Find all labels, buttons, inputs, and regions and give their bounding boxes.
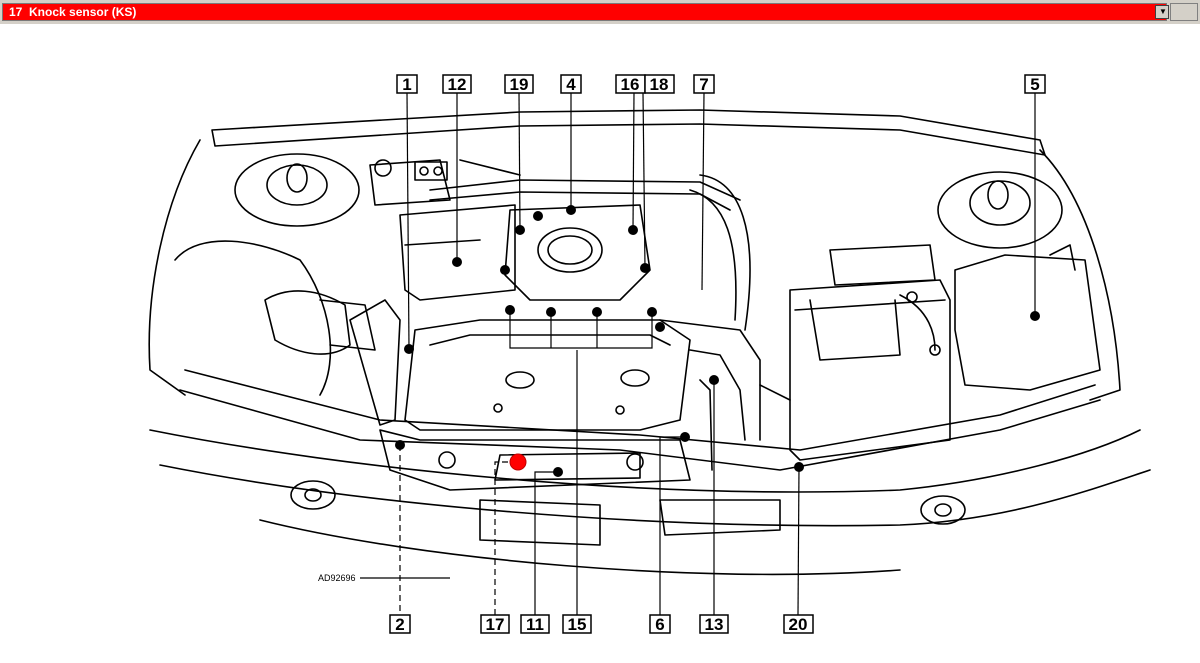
component-select[interactable]: 17 Knock sensor (KS) ▼: [2, 3, 1169, 21]
engine-bay-line-art: [148, 109, 1151, 576]
svg-text:4: 4: [566, 75, 576, 94]
svg-text:20: 20: [789, 615, 808, 634]
callout-4: 4: [560, 74, 582, 94]
svg-text:7: 7: [699, 75, 708, 94]
svg-text:16: 16: [621, 75, 640, 94]
svg-text:11: 11: [526, 615, 544, 634]
callout-5: 5: [1024, 74, 1046, 94]
marker-1: [404, 344, 414, 354]
marker-18: [640, 263, 650, 273]
svg-text:17: 17: [486, 615, 505, 634]
svg-text:1: 1: [402, 75, 411, 94]
marker-4: [566, 205, 576, 215]
marker-15a: [505, 305, 515, 315]
callout-16: 16: [615, 74, 646, 94]
bottom-callouts: 2 17 11 15 6 13 20: [389, 614, 814, 634]
marker-15b: [546, 307, 556, 317]
marker-19: [533, 211, 543, 221]
marker-7: [655, 322, 665, 332]
marker-misc: [500, 265, 510, 275]
svg-text:2: 2: [395, 615, 404, 634]
component-select-value: 17 Knock sensor (KS): [9, 5, 137, 19]
callout-2: 2: [389, 614, 411, 634]
toolbar-button[interactable]: [1170, 3, 1198, 21]
svg-text:19: 19: [510, 75, 529, 94]
knock-sensor-highlight-marker[interactable]: [509, 453, 527, 471]
callout-18: 18: [644, 74, 675, 94]
callout-6: 6: [649, 614, 671, 634]
component-selector-bar: 17 Knock sensor (KS) ▼: [0, 0, 1200, 24]
callout-11: 11: [520, 614, 550, 634]
callout-20: 20: [783, 614, 814, 634]
marker-15c: [592, 307, 602, 317]
callout-19: 19: [504, 74, 534, 94]
leader-lines: [360, 92, 1036, 616]
chevron-down-icon[interactable]: ▼: [1155, 5, 1169, 19]
marker-16: [628, 225, 638, 235]
figure-code: AD92696: [318, 573, 356, 583]
top-callouts: 1 12 19 4 16 18 7 5: [396, 74, 1046, 94]
component-markers: [395, 205, 1040, 477]
marker-15d: [647, 307, 657, 317]
callout-1: 1: [396, 74, 418, 94]
callout-15: 15: [562, 614, 592, 634]
callout-17: 17: [480, 614, 510, 634]
marker-20: [794, 462, 804, 472]
svg-text:6: 6: [655, 615, 664, 634]
engine-bay-diagram: AD92696 1 12 19 4 16 18 7 5 2 17 11 15 6: [148, 74, 1151, 634]
marker-2: [395, 440, 405, 450]
svg-text:18: 18: [650, 75, 669, 94]
marker-13: [709, 375, 719, 385]
svg-text:15: 15: [568, 615, 587, 634]
svg-text:5: 5: [1030, 75, 1039, 94]
marker-19b: [515, 225, 525, 235]
callout-7: 7: [693, 74, 715, 94]
svg-text:13: 13: [705, 615, 724, 634]
callout-13: 13: [699, 614, 729, 634]
svg-text:12: 12: [448, 75, 467, 94]
marker-12: [452, 257, 462, 267]
callout-12: 12: [442, 74, 472, 94]
marker-6: [680, 432, 690, 442]
marker-5: [1030, 311, 1040, 321]
marker-11: [553, 467, 563, 477]
